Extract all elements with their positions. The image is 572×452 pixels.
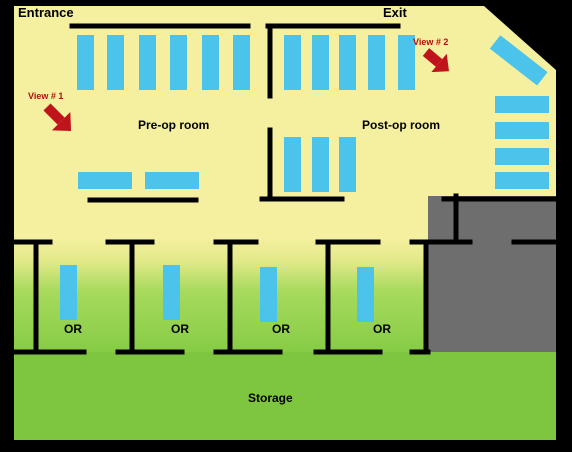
bed	[78, 172, 132, 189]
bed	[312, 137, 329, 192]
bed	[398, 35, 415, 90]
postop-room-label: Post-op room	[362, 118, 440, 132]
bed	[495, 148, 549, 165]
or-tables	[60, 265, 374, 322]
bed	[139, 35, 156, 90]
bed	[202, 35, 219, 90]
bed	[312, 35, 329, 90]
blocked-area	[428, 196, 556, 352]
view-1-arrow-icon	[43, 103, 72, 132]
preop-room-label: Pre-op room	[138, 118, 209, 132]
bed	[284, 35, 301, 90]
or-table	[357, 267, 374, 322]
bed	[339, 35, 356, 90]
view-1-label: View # 1	[28, 91, 63, 101]
postop-beds	[284, 35, 549, 192]
storage-room	[14, 352, 556, 440]
bed	[489, 35, 548, 86]
or-table	[163, 265, 180, 320]
bed	[495, 96, 549, 113]
bed	[77, 35, 94, 90]
bed	[339, 137, 356, 192]
or-table	[260, 267, 277, 322]
or-table	[60, 265, 77, 320]
bed	[145, 172, 199, 189]
exit-label: Exit	[383, 5, 408, 20]
or-label: OR	[64, 322, 82, 336]
preop-beds	[77, 35, 250, 189]
bed	[170, 35, 187, 90]
bed	[233, 35, 250, 90]
or-label: OR	[171, 322, 189, 336]
or-label: OR	[373, 322, 391, 336]
view-2-label: View # 2	[413, 37, 448, 47]
storage-label: Storage	[248, 391, 293, 405]
entrance-label: Entrance	[18, 5, 74, 20]
view-2-arrow-icon	[422, 48, 449, 73]
bed	[495, 122, 549, 139]
or-label: OR	[272, 322, 290, 336]
bed	[495, 172, 549, 189]
bed	[368, 35, 385, 90]
walls	[11, 23, 559, 355]
bed	[284, 137, 301, 192]
bed	[107, 35, 124, 90]
